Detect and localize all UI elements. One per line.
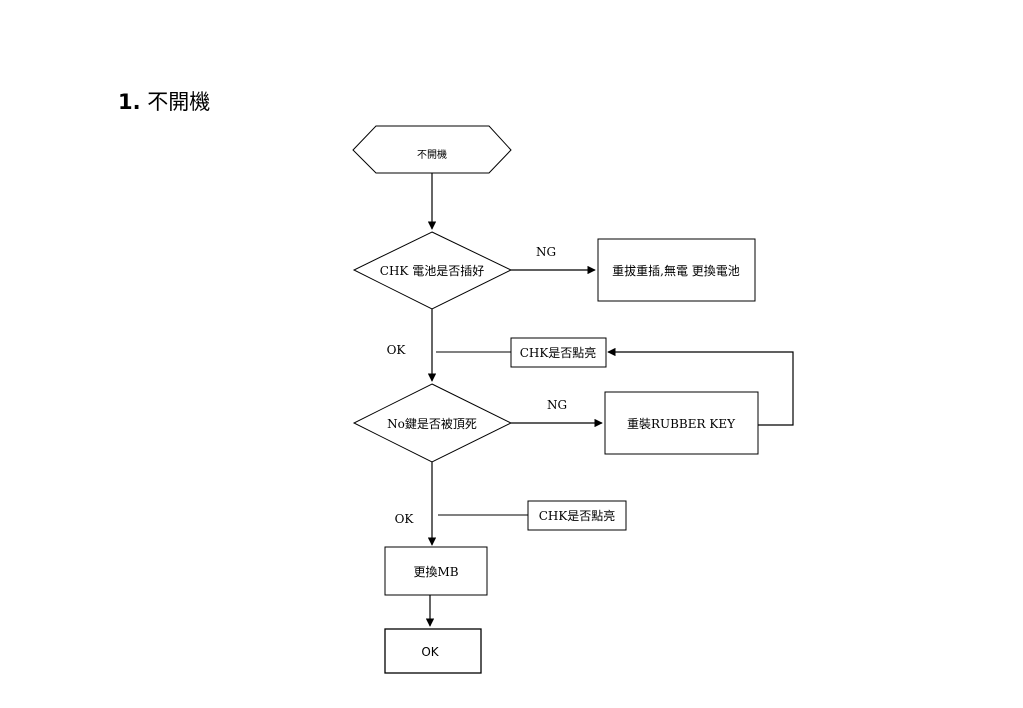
action-battery-box [597, 238, 756, 302]
end-label: OK [421, 645, 439, 659]
action-mb-label: 更換MB [413, 565, 458, 579]
action-battery-label: 重拔重插,無電 更換電池 [612, 263, 740, 278]
action-key-box [604, 391, 759, 455]
check-light-label-1: CHK是否點亮 [520, 345, 597, 360]
decision-key-label: No鍵是否被頂死 [387, 416, 477, 431]
edge-ng-label-2: NG [547, 398, 567, 412]
edge-ok-label-1: OK [387, 343, 407, 357]
end-box [384, 628, 482, 674]
check-light-box-1 [510, 337, 607, 368]
action-key-label: 重裝RUBBER KEY [627, 417, 736, 431]
decision-battery-label: CHK 電池是否插好 [380, 264, 484, 278]
page-title: 1. 不開機 [118, 86, 210, 116]
start-label: 不開機 [417, 148, 447, 161]
edge-key-loop-back [607, 347, 794, 426]
section-title: 不開機 [147, 90, 211, 114]
check-light-label-2: CHK是否點亮 [539, 508, 616, 523]
check-light-box-2 [527, 500, 627, 531]
edge-ng-label-1: NG [536, 245, 556, 259]
section-number: 1. [118, 90, 141, 114]
action-mb-box [384, 546, 488, 596]
edge-ok-label-2: OK [395, 512, 415, 526]
start-hexagon [352, 125, 512, 174]
